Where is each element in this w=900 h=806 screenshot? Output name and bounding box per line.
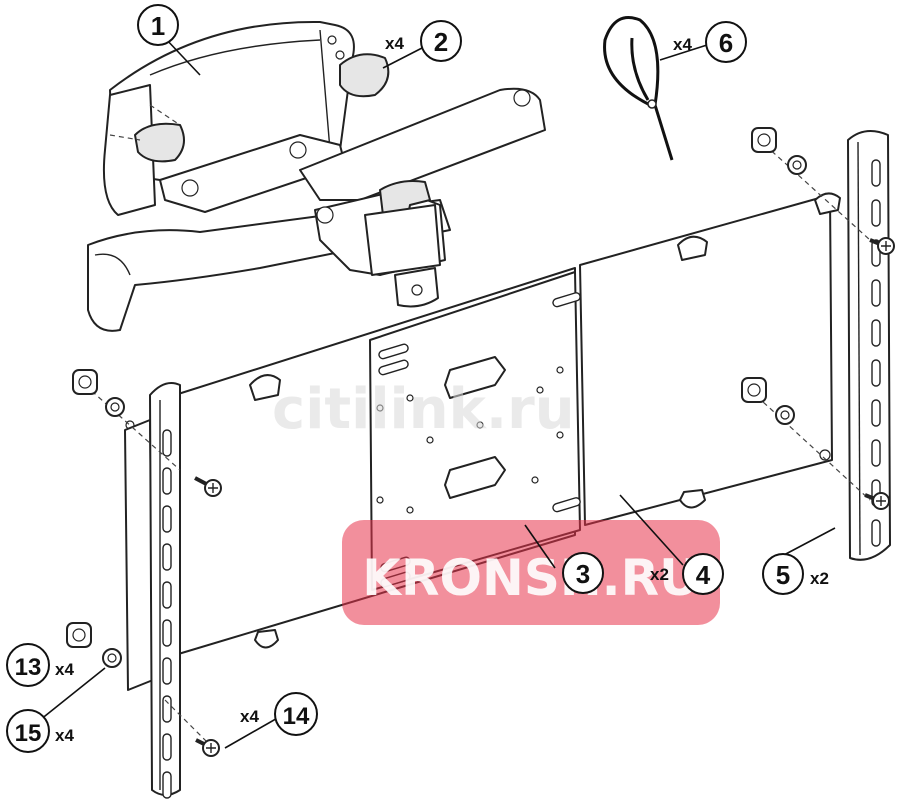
svg-text:x4: x4 — [55, 660, 74, 679]
screw-icon — [869, 237, 895, 255]
callout-part-1: 1 — [137, 4, 179, 46]
svg-text:14: 14 — [283, 703, 310, 730]
watermark-kronsh: KRONSH.RU — [362, 549, 700, 607]
part-13-spacer — [66, 622, 92, 648]
spacer-icon — [72, 369, 98, 395]
rail-slot — [162, 733, 172, 761]
rail-slot — [871, 159, 881, 187]
washer-icon — [775, 405, 795, 425]
spacer-icon — [741, 377, 767, 403]
rail-slot — [162, 581, 172, 609]
part-6-cable-tie — [603, 16, 674, 161]
rail-slot — [871, 399, 881, 427]
callout-part-14: x4 14 — [240, 692, 318, 736]
svg-text:2: 2 — [434, 27, 448, 57]
rail-slot — [871, 439, 881, 467]
rail-slot — [871, 519, 881, 547]
rail-slots — [162, 159, 881, 799]
screw-icon — [194, 476, 222, 497]
screw-icon — [864, 492, 890, 510]
svg-text:15: 15 — [15, 720, 42, 747]
rail-slot — [871, 199, 881, 227]
rail-slot — [871, 359, 881, 387]
rail-slot — [162, 771, 172, 799]
rail-slot — [162, 467, 172, 495]
washer-icon — [105, 397, 125, 417]
callout-part-2: x4 2 — [385, 20, 462, 62]
rail-slot — [162, 695, 172, 723]
svg-text:1: 1 — [151, 11, 165, 41]
rail-slot — [871, 319, 881, 347]
svg-text:6: 6 — [719, 28, 733, 58]
svg-text:x2: x2 — [810, 569, 829, 588]
spacer-icon — [751, 127, 777, 153]
part-2-pad — [339, 53, 390, 98]
callout-part-13: 13 x4 — [6, 643, 74, 687]
rail-slot — [162, 657, 172, 685]
callout-part-6: x4 6 — [673, 21, 747, 63]
part-14-screw — [195, 738, 220, 757]
svg-text:x4: x4 — [673, 35, 692, 54]
washer-icon — [787, 155, 807, 175]
watermark-kronsh-badge: KRONSH.RU — [342, 520, 720, 625]
part-4-adapter-plate — [579, 194, 833, 526]
svg-text:x2: x2 — [650, 565, 669, 584]
rail-slot — [162, 505, 172, 533]
part-15-washer — [102, 648, 122, 668]
rail-slot — [162, 543, 172, 571]
rail-slot — [871, 279, 881, 307]
rail-slot — [162, 619, 172, 647]
callout-part-5: 5 x2 — [762, 553, 829, 595]
watermark-citilink: citilink.ru — [272, 377, 575, 442]
svg-text:5: 5 — [776, 560, 790, 590]
svg-text:x4: x4 — [240, 707, 259, 726]
hardware — [66, 127, 895, 757]
callout-part-15: 15 x4 — [6, 709, 74, 753]
callout-part-4: x2 4 — [650, 553, 724, 595]
rail-slot — [162, 429, 172, 457]
svg-text:x4: x4 — [55, 726, 74, 745]
part-1-arm-assembly — [87, 20, 546, 332]
svg-text:x4: x4 — [385, 34, 404, 53]
svg-text:13: 13 — [15, 654, 42, 681]
bracket-plates — [125, 192, 841, 656]
callout-part-3: 3 — [562, 552, 604, 594]
svg-text:3: 3 — [576, 559, 590, 589]
svg-text:4: 4 — [696, 560, 711, 590]
